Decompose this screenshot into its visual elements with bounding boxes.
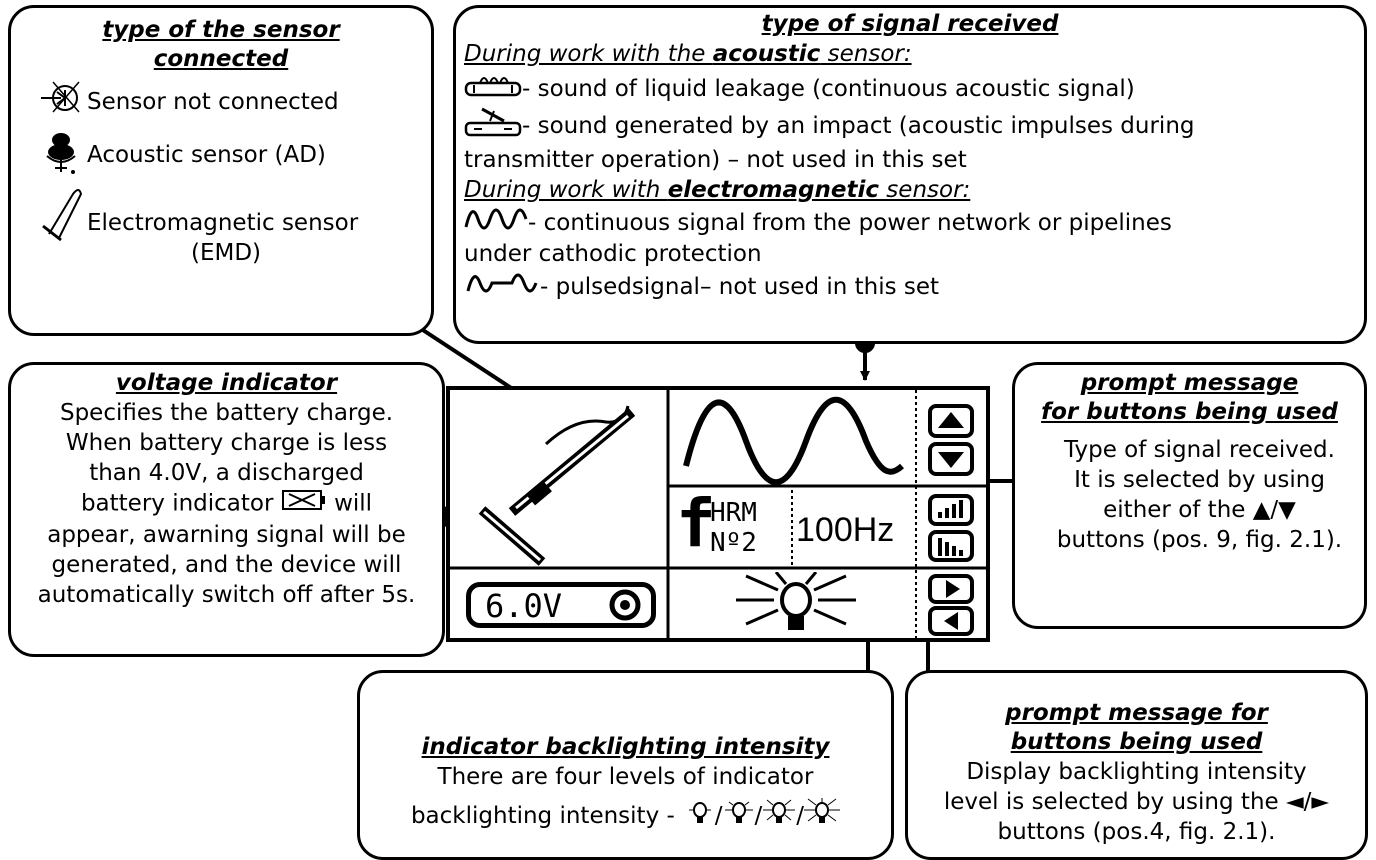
prompt1-line-3: either of the ▲/▼ xyxy=(1103,497,1296,523)
backlight-line-2: backlighting intensity - / / / xyxy=(360,798,891,834)
discharged-battery-icon xyxy=(281,488,327,520)
lcd-electromagnetic-sensor-icon xyxy=(478,405,636,566)
sensor-item1-label: Sensor not connected xyxy=(87,89,339,115)
backlight-line-1: There are four levels of indicator xyxy=(437,764,814,790)
acoustic-header: During work with the acoustic sensor: xyxy=(464,41,912,67)
bulb-level-4-icon xyxy=(804,798,841,834)
voltage-line-3: than 4.0V, a discharged xyxy=(89,460,364,486)
voltage-box-title: voltage indicator xyxy=(115,370,338,396)
prompt2-line-3: buttons (pos.4, fig. 2.1). xyxy=(997,819,1276,845)
leak-sound-icon xyxy=(464,71,522,107)
voltage-indicator-box: voltage indicator Specifies the battery … xyxy=(8,362,445,657)
signal-continuous-label-2: under cathodic protection xyxy=(464,241,762,267)
prompt1-line-1: Type of signal received. xyxy=(1064,437,1335,463)
bulb-level-1-icon xyxy=(685,798,715,834)
prompt2-line-2: level is selected by using the ◄/► xyxy=(943,789,1330,815)
voltage-line-1: Specifies the battery charge. xyxy=(59,400,394,426)
signal-leak-label: - sound of liquid leakage (continuous ac… xyxy=(522,76,1135,102)
backlight-intensity-box: indicator backlighting intensity There a… xyxy=(357,670,894,860)
signal-impact-label: - sound generated by an impact (acoustic… xyxy=(522,113,1195,139)
lcd-battery-terminal-icon xyxy=(609,589,641,621)
signal-continuous-label: - continuous signal from the power netwo… xyxy=(528,210,1172,236)
sensor-item-acoustic: Acoustic sensor (AD) xyxy=(39,126,431,184)
sensor-item-disconnected: Sensor not connected xyxy=(39,80,431,124)
voltage-line-5: appear, awarning signal will be xyxy=(47,522,406,548)
sensor-box-title: type of the sensor connected xyxy=(102,17,340,72)
voltage-line-2: When battery charge is less xyxy=(65,430,388,456)
bulb-level-2-icon xyxy=(723,798,755,834)
voltage-line-4: battery indicator will xyxy=(11,488,442,520)
sensor-item3-label-2: (EMD) xyxy=(191,240,262,266)
continuous-wave-icon xyxy=(464,207,528,239)
sensor-item-electromagnetic: Electromagnetic sensor (EMD) xyxy=(39,186,431,268)
sensor-disconnected-icon xyxy=(39,80,87,124)
lcd-mode-indicator: f HRM Nº2 xyxy=(676,485,757,562)
signal-box-title: type of signal received xyxy=(761,11,1059,37)
bulb-level-3-icon xyxy=(762,798,796,834)
prompt1-title: prompt message for buttons being used xyxy=(1041,370,1338,425)
lcd-backlight-bulb-icon xyxy=(736,572,856,630)
lcd-gain-buttons-icon xyxy=(928,494,974,562)
lcd-frequency: 100Hz xyxy=(796,511,895,549)
backlight-box-title: indicator backlighting intensity xyxy=(421,734,830,760)
signal-continuous-item: - continuous signal from the power netwo… xyxy=(464,207,1364,239)
em-header: During work with electromagnetic sensor: xyxy=(464,177,971,203)
lcd-battery-indicator: 6.0V xyxy=(466,582,656,628)
prompt2-title: prompt message for buttons being used xyxy=(1005,700,1268,755)
impact-sound-icon xyxy=(464,107,522,145)
signal-type-box: type of signal received During work with… xyxy=(453,5,1367,344)
lcd-voltage-value: 6.0V xyxy=(485,587,563,625)
electromagnetic-sensor-icon xyxy=(39,186,87,250)
lcd-continuous-wave-icon xyxy=(683,396,905,486)
prompt-box-backlight: prompt message for buttons being used Di… xyxy=(905,670,1368,860)
sensor-type-box: type of the sensor connected Sensor not … xyxy=(8,5,434,336)
signal-pulsed-label: - pulsedsignal– not used in this set xyxy=(540,274,940,300)
lcd-up-down-buttons-icon xyxy=(928,404,974,476)
acoustic-sensor-icon xyxy=(39,126,87,184)
lcd-left-right-buttons-icon xyxy=(928,574,974,636)
sensor-item3-label: Electromagnetic sensor xyxy=(87,210,359,236)
voltage-line-7: automatically switch off after 5s. xyxy=(37,582,416,608)
prompt1-line-2: It is selected by using xyxy=(1074,467,1325,493)
prompt-box-signal: prompt message for buttons being used Ty… xyxy=(1012,362,1367,629)
signal-leak-item: - sound of liquid leakage (continuous ac… xyxy=(464,71,1364,107)
sensor-item2-label: Acoustic sensor (AD) xyxy=(87,142,326,168)
prompt1-line-4: buttons (pos. 9, fig. 2.1). xyxy=(1056,527,1343,553)
pulsed-wave-icon xyxy=(464,271,540,303)
prompt2-line-1: Display backlighting intensity xyxy=(966,759,1307,785)
signal-pulsed-item: - pulsedsignal– not used in this set xyxy=(464,271,1364,303)
signal-impact-item: - sound generated by an impact (acoustic… xyxy=(464,107,1364,145)
signal-impact-label-2: transmitter operation) – not used in thi… xyxy=(464,147,967,173)
voltage-line-6: generated, and the device will xyxy=(51,552,402,578)
lcd-display: f HRM Nº2 100Hz 6.0V xyxy=(446,386,990,642)
